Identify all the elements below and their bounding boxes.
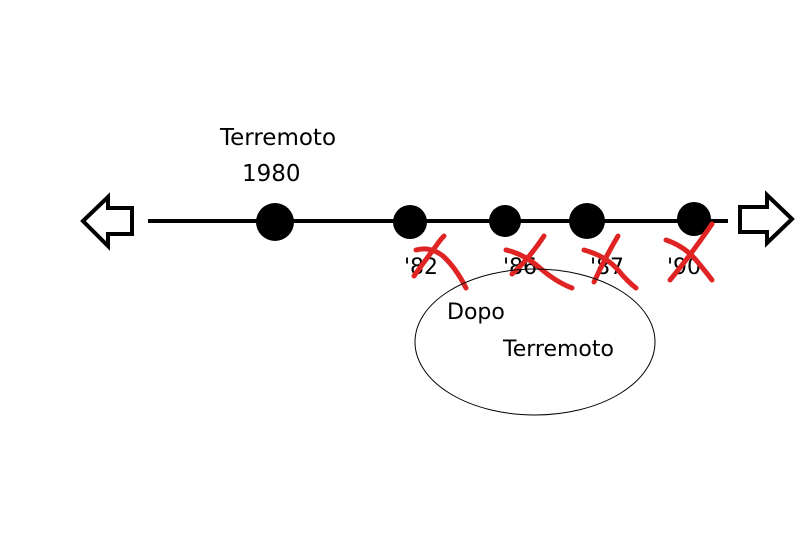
event-title: Terremoto (219, 125, 336, 151)
note-line-1: Dopo (447, 300, 505, 325)
timeline-dot-82 (393, 205, 427, 239)
timeline-dot-87 (569, 203, 605, 239)
timeline-dot-86 (489, 205, 521, 237)
cross-mark-82 (411, 233, 469, 291)
arrow-left-icon (80, 192, 134, 251)
timeline-dot-1980 (256, 203, 294, 241)
note-ellipse (414, 268, 656, 416)
arrow-right-icon (738, 190, 795, 248)
cross-mark-86 (503, 233, 575, 291)
timeline-dot-90 (677, 202, 711, 236)
event-year: 1980 (242, 161, 301, 187)
note-line-2: Terremoto (502, 337, 614, 362)
cross-mark-90 (663, 221, 715, 283)
cross-mark-87 (581, 233, 639, 291)
